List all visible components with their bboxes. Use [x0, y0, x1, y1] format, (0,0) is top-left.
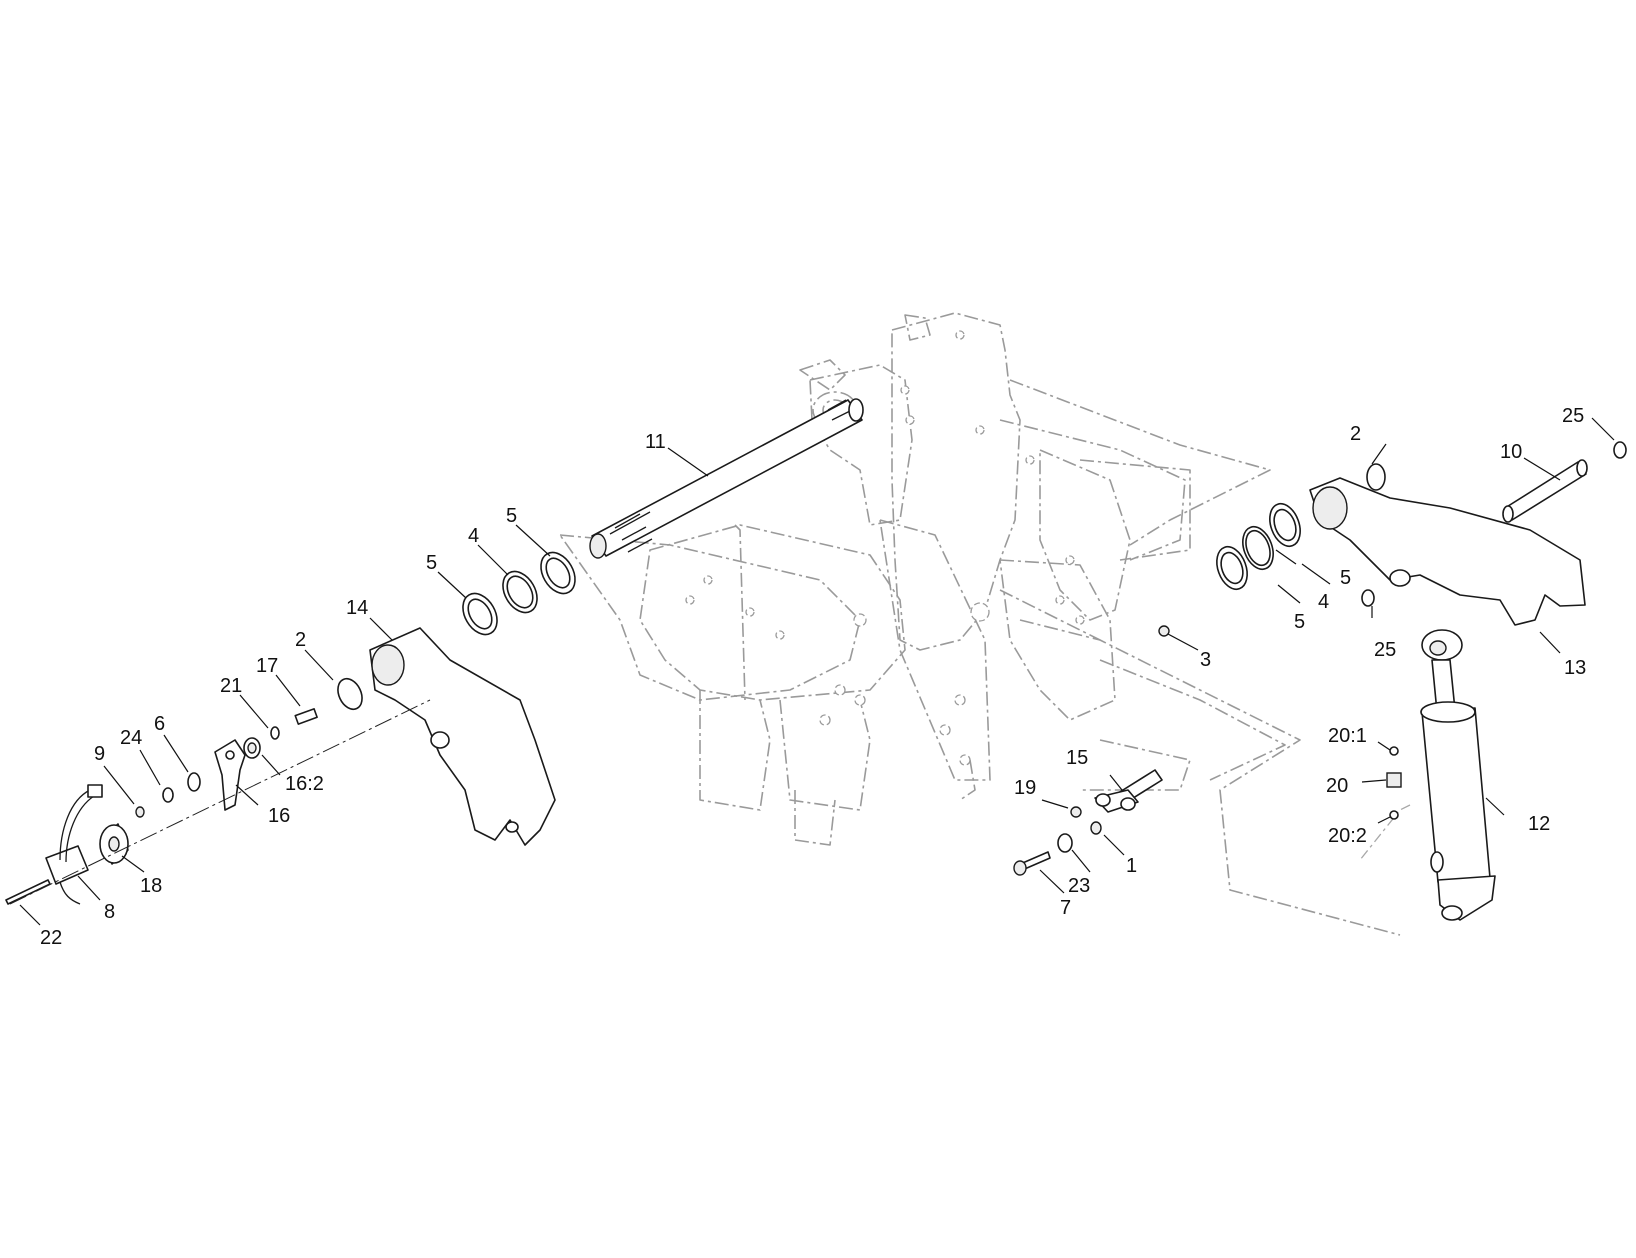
callout-11: 11	[645, 431, 666, 453]
callout-5: 5	[426, 552, 437, 574]
pin-17	[294, 708, 318, 725]
washer-5-right-inner	[1216, 545, 1248, 591]
callout-10: 10	[1500, 441, 1522, 463]
washer-4-left	[502, 570, 538, 614]
snap-ring-2-right	[1366, 463, 1386, 491]
callout-12: 12	[1528, 813, 1550, 835]
pin-15	[1094, 769, 1163, 813]
bushing-16-2	[243, 737, 261, 759]
nut-3	[1158, 625, 1170, 637]
callout-20: 20	[1326, 775, 1348, 797]
screw-22	[5, 879, 51, 905]
callout-17: 17	[256, 655, 278, 677]
washer-4-right	[1242, 525, 1274, 571]
nut-9	[135, 806, 145, 818]
snap-ring-2-left	[337, 677, 363, 711]
washer-5-left-outer	[540, 551, 576, 595]
shaft-11	[589, 398, 864, 559]
washer-5-right-outer	[1269, 502, 1301, 548]
callout-9: 9	[94, 743, 105, 765]
callout-19: 19	[1014, 777, 1036, 799]
callout-5: 5	[506, 505, 517, 527]
callout-21: 21	[220, 675, 242, 697]
callout-25: 25	[1374, 639, 1396, 661]
leader-lines	[19, 417, 1615, 926]
callout-4: 4	[1318, 591, 1329, 613]
bolt-7	[1013, 851, 1051, 876]
washer-21	[270, 726, 280, 740]
lever-16	[214, 739, 246, 811]
nut-1	[1090, 821, 1102, 835]
bolt-19	[1070, 806, 1082, 818]
callout-20-2: 20:2	[1328, 825, 1367, 847]
callout-7: 7	[1060, 897, 1071, 919]
callout-6: 6	[154, 713, 165, 735]
callout-2: 2	[1350, 423, 1361, 445]
callout-15: 15	[1066, 747, 1088, 769]
spacer-18	[99, 823, 129, 865]
clip-25-lower	[1361, 589, 1375, 607]
callout-25: 25	[1562, 405, 1584, 427]
callout-23: 23	[1068, 875, 1090, 897]
clip-25-top	[1613, 441, 1627, 459]
callout-3: 3	[1200, 649, 1211, 671]
callout-1: 1	[1126, 855, 1137, 877]
callout-5: 5	[1294, 611, 1305, 633]
callout-13: 13	[1564, 657, 1586, 679]
callout-14: 14	[346, 597, 368, 619]
callout-8: 8	[104, 901, 115, 923]
callout-4: 4	[468, 525, 479, 547]
axis-left	[9, 699, 431, 905]
arm-14	[369, 627, 556, 846]
callout-labels: 11 5 4 5 14 2 17 21 6 24 9 16:2 16 18 8 …	[40, 405, 1586, 949]
washer-6	[187, 772, 201, 792]
cylinder-12	[1420, 629, 1496, 921]
sensor-8	[45, 784, 103, 905]
arm-13	[1309, 477, 1586, 626]
callout-20-1: 20:1	[1328, 725, 1367, 747]
callout-18: 18	[140, 875, 162, 897]
pin-10	[1502, 459, 1588, 523]
callout-22: 22	[40, 927, 62, 949]
callout-16-2: 16:2	[285, 773, 324, 795]
frame-phantom	[559, 312, 1411, 936]
callout-24: 24	[120, 727, 142, 749]
washer-24	[162, 787, 174, 803]
callout-5: 5	[1340, 567, 1351, 589]
callout-16: 16	[268, 805, 290, 827]
washer-5-left-inner	[462, 592, 498, 636]
washer-23	[1057, 833, 1073, 853]
callout-2: 2	[295, 629, 306, 651]
fitting-20	[1386, 746, 1402, 820]
